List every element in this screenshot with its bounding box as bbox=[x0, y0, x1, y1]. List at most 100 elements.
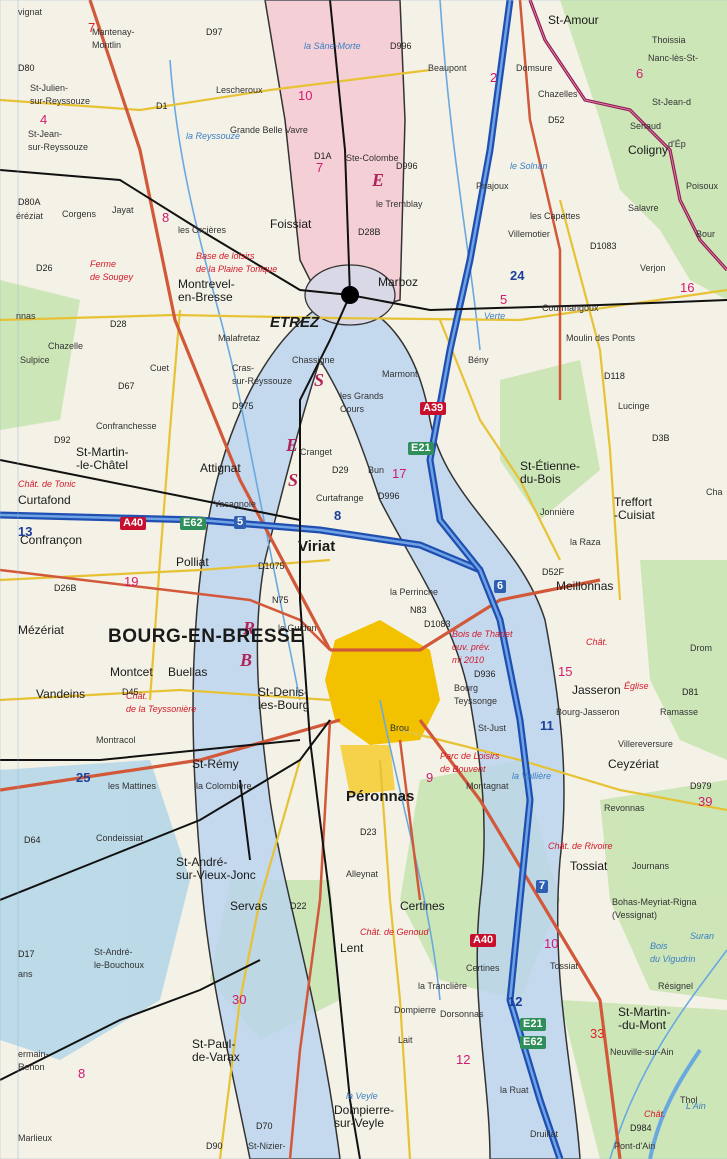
town-label[interactable]: Neuville-sur-Ain bbox=[610, 1047, 674, 1057]
town-label[interactable]: Bourg-Jasseron bbox=[556, 707, 620, 717]
road-shield[interactable]: 6 bbox=[494, 580, 507, 593]
town-label[interactable]: Chazelle bbox=[48, 341, 84, 351]
town-label[interactable]: Montrevel-en-Bresse bbox=[178, 277, 235, 304]
town-label[interactable]: ans bbox=[18, 969, 33, 979]
etrez-dot[interactable] bbox=[341, 286, 359, 304]
town-label[interactable]: Coligny bbox=[628, 143, 669, 157]
town-label[interactable]: St-Rémy bbox=[192, 757, 239, 771]
town-label[interactable]: Chazelles bbox=[538, 89, 578, 99]
town-label[interactable]: ermain-Renon bbox=[18, 1049, 49, 1072]
town-label[interactable]: Lescheroux bbox=[216, 85, 263, 95]
town-label[interactable]: Confrançon bbox=[20, 533, 83, 547]
town-label[interactable]: Domsure bbox=[516, 63, 553, 73]
town-label[interactable]: Mézériat bbox=[18, 623, 65, 637]
road-shield[interactable]: 7 bbox=[536, 880, 549, 893]
town-label[interactable]: Certines bbox=[400, 899, 445, 913]
town-label[interactable]: Curtafrange bbox=[316, 493, 364, 503]
town-label[interactable]: St-Martin--le-Châtel bbox=[76, 445, 129, 472]
road-shield[interactable]: E21 bbox=[408, 442, 434, 455]
town-label[interactable]: Bun bbox=[368, 465, 385, 475]
town-label[interactable]: Tossiat bbox=[550, 961, 579, 971]
town-label[interactable]: St-Just bbox=[478, 723, 507, 733]
town-label[interactable]: Vacagnole bbox=[214, 499, 256, 509]
town-label[interactable]: St-Nizier- bbox=[248, 1141, 286, 1151]
town-label[interactable]: Druillat bbox=[530, 1129, 559, 1139]
town-label[interactable]: Corgens bbox=[62, 209, 97, 219]
town-label[interactable]: Senaud bbox=[630, 121, 662, 131]
town-label[interactable]: Villereversure bbox=[618, 739, 673, 749]
town-label[interactable]: St-Étienne-du-Bois bbox=[520, 459, 581, 486]
town-label[interactable]: Montracol bbox=[96, 735, 136, 745]
town-label[interactable]: BOURG-EN-BRESSE bbox=[108, 626, 304, 647]
town-label[interactable]: Montcet bbox=[110, 665, 153, 679]
town-label[interactable]: Vandeins bbox=[36, 687, 86, 701]
town-label[interactable]: Sulpice bbox=[20, 355, 50, 365]
town-label[interactable]: St-Martin--du-Mont bbox=[618, 1005, 671, 1032]
town-label[interactable]: St-Jean-d bbox=[652, 97, 692, 107]
town-label[interactable]: Poisoux bbox=[686, 181, 719, 191]
town-label[interactable]: Moulin des Ponts bbox=[566, 333, 636, 343]
town-label[interactable]: St-André-sur-Vieux-Jonc bbox=[176, 855, 256, 882]
town-label[interactable]: St-Paul-de-Varax bbox=[192, 1037, 240, 1064]
town-label[interactable]: nnas bbox=[16, 311, 36, 321]
town-label[interactable]: St-Julien-sur-Reyssouze bbox=[30, 83, 91, 106]
town-label[interactable]: éréziat bbox=[16, 211, 44, 221]
town-label[interactable]: Pont-d'Ain bbox=[614, 1141, 656, 1151]
town-label[interactable]: Chassigne bbox=[292, 355, 335, 365]
town-label[interactable]: la Colombière bbox=[196, 781, 252, 791]
road-shield[interactable]: E62 bbox=[520, 1036, 546, 1049]
town-label[interactable]: les Mattines bbox=[108, 781, 157, 791]
town-label[interactable]: Lucinge bbox=[618, 401, 650, 411]
town-label[interactable]: Bour bbox=[696, 229, 716, 239]
town-label[interactable]: Curtafond bbox=[18, 493, 71, 507]
road-shield[interactable]: 5 bbox=[234, 516, 247, 529]
town-label[interactable]: St-Jean-sur-Reyssouze bbox=[28, 129, 89, 152]
town-label[interactable]: Revonnas bbox=[604, 803, 645, 813]
town-label[interactable]: Drom bbox=[690, 643, 712, 653]
town-label[interactable]: Attignat bbox=[200, 461, 241, 475]
town-label[interactable]: Dompierre bbox=[394, 1005, 437, 1015]
town-label[interactable]: Brou bbox=[390, 723, 410, 733]
town-label[interactable]: Jonnière bbox=[540, 507, 575, 517]
town-label[interactable]: Verjon bbox=[640, 263, 666, 273]
town-label[interactable]: Marmont bbox=[382, 369, 418, 379]
town-label[interactable]: Courmangoux bbox=[542, 303, 599, 313]
town-label[interactable]: Villemotier bbox=[508, 229, 550, 239]
town-label[interactable]: Malafretaz bbox=[218, 333, 261, 343]
town-label[interactable]: Cha bbox=[706, 487, 723, 497]
town-label[interactable]: Grande Belle Vavre bbox=[230, 125, 308, 135]
town-label[interactable]: la Perrinche bbox=[390, 587, 439, 597]
town-label[interactable]: Marboz bbox=[378, 275, 419, 289]
town-label[interactable]: la Raza bbox=[570, 537, 601, 547]
town-label[interactable]: Ramasse bbox=[660, 707, 699, 717]
town-label[interactable]: Meillonnas bbox=[556, 579, 614, 593]
town-label[interactable]: Cranget bbox=[300, 447, 333, 457]
town-label[interactable]: Thol bbox=[680, 1095, 698, 1105]
town-label[interactable]: Buellas bbox=[168, 665, 208, 679]
town-label[interactable]: Lait bbox=[398, 1035, 413, 1045]
town-label[interactable]: Beaupont bbox=[428, 63, 467, 73]
town-label[interactable]: Confranchesse bbox=[96, 421, 157, 431]
town-label[interactable]: Dompierre-sur-Veyle bbox=[334, 1103, 395, 1130]
town-label[interactable]: Bohas-Meyriat-Rigna(Vessignat) bbox=[612, 897, 697, 920]
town-label[interactable]: St-Denis-les-Bourg bbox=[258, 685, 310, 712]
town-label[interactable]: Jayat bbox=[112, 205, 134, 215]
town-label[interactable]: d'Ép bbox=[668, 139, 686, 149]
road-shield[interactable]: A40 bbox=[120, 517, 147, 530]
town-label[interactable]: Résignel bbox=[658, 981, 694, 991]
town-label[interactable]: Péronnas bbox=[346, 788, 415, 805]
town-label[interactable]: Polliat bbox=[176, 555, 209, 569]
town-label[interactable]: vignat bbox=[18, 7, 43, 17]
town-label[interactable]: Certines bbox=[466, 963, 500, 973]
road-shield[interactable]: E21 bbox=[520, 1018, 546, 1031]
town-label[interactable]: St-André-le-Bouchoux bbox=[94, 947, 145, 970]
town-label[interactable]: Pirajoux bbox=[476, 181, 509, 191]
town-label[interactable]: Ceyzériat bbox=[608, 757, 659, 771]
town-label[interactable]: la Ruat bbox=[500, 1085, 529, 1095]
town-label[interactable]: le Tremblay bbox=[376, 199, 423, 209]
town-label[interactable]: Alleynat bbox=[346, 869, 379, 879]
town-label[interactable]: Marlieux bbox=[18, 1133, 53, 1143]
